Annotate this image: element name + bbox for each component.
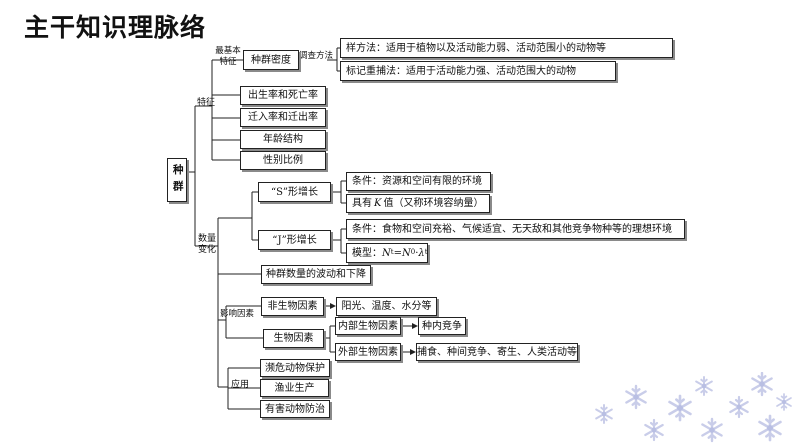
node-migration-rate: 迁入率和迁出率 xyxy=(240,108,326,127)
node-s-condition: 条件：资源和空间有限的环境 xyxy=(346,172,491,191)
node-pest-control: 有害动物防治 xyxy=(260,400,330,418)
node-mark-recapture-method: 标记重捕法：适用于活动能力强、活动范围大的动物 xyxy=(340,61,616,81)
label-quantity-change: 数量变化 xyxy=(198,234,217,256)
node-abiotic-items: 阳光、温度、水分等 xyxy=(336,297,437,316)
node-j-growth: “J”形增长 xyxy=(258,230,331,250)
node-biotic-factors: 生物因素 xyxy=(263,329,324,348)
node-abiotic-factors: 非生物因素 xyxy=(261,297,324,316)
label-basic-feature: 最基本特征 xyxy=(215,46,241,68)
label-survey-method: 调查方法 xyxy=(299,51,334,61)
root-node: 种群 xyxy=(167,158,187,202)
label-influence: 影响因素 xyxy=(220,309,255,319)
node-fishery-production: 渔业生产 xyxy=(260,379,329,397)
page-title: 主干知识理脉络 xyxy=(24,13,207,42)
node-quadrat-method: 样方法：适用于植物以及活动能力弱、活动范围小的动物等 xyxy=(340,38,673,58)
node-internal-factors: 内部生物因素 xyxy=(335,317,401,335)
node-s-growth: “S”形增长 xyxy=(258,182,331,202)
node-age-structure: 年龄结构 xyxy=(240,130,326,149)
node-external-items: 捕食、种间竞争、寄生、人类活动等 xyxy=(416,343,578,361)
node-fluctuation-decline: 种群数量的波动和下降 xyxy=(261,265,371,284)
node-sex-ratio: 性别比例 xyxy=(240,151,326,170)
node-intraspecific-competition: 种内竞争 xyxy=(418,317,466,335)
node-population-density: 种群密度 xyxy=(243,50,299,70)
node-j-condition: 条件：食物和空间充裕、气候适宜、无天敌和其他竞争物种等的理想环境 xyxy=(346,219,685,239)
label-application: 应用 xyxy=(231,380,250,390)
node-birth-death-rate: 出生率和死亡率 xyxy=(240,86,326,105)
snowflake-decoration xyxy=(595,372,792,443)
node-external-factors: 外部生物因素 xyxy=(335,343,401,361)
node-endangered-protection: 濒危动物保护 xyxy=(260,359,330,377)
label-feature: 特征 xyxy=(197,98,216,108)
